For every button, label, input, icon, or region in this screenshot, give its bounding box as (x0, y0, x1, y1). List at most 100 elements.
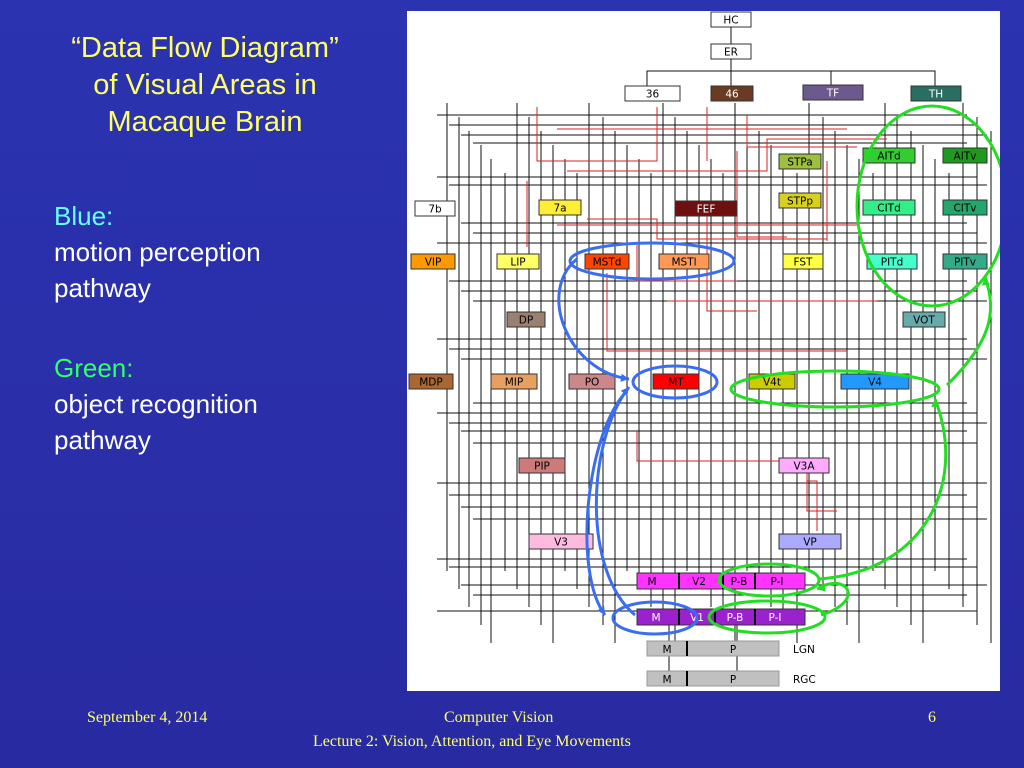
area-label: 36 (646, 89, 660, 101)
area-label: M (662, 644, 671, 656)
area-label: PITv (954, 257, 976, 269)
area-36-box: 36 (624, 85, 681, 102)
area-v4-box: V4 (840, 373, 910, 390)
green-arrow-v4-it (945, 276, 992, 387)
area-fef-box: FEF (674, 200, 738, 217)
area-po-box: PO (568, 373, 616, 390)
area-label: DP (519, 315, 533, 327)
area-46-box: 46 (710, 85, 754, 102)
area-citv-box: CITv (942, 199, 988, 216)
area-lip-box: LIP (496, 253, 540, 270)
mt-highlight (631, 364, 719, 400)
area-label: 46 (725, 89, 739, 101)
green-arrow-v1-v2 (816, 582, 850, 617)
area-label: TH (928, 89, 943, 101)
blue-legend-line: motion perception (54, 237, 261, 267)
footer-date: September 4, 2014 (87, 709, 208, 726)
area-vip-box: VIP (410, 253, 456, 270)
area-label: LIP (510, 257, 525, 269)
green-legend-line: object recognition (54, 389, 258, 419)
green-arrow-v2-v4 (818, 398, 948, 581)
area-label: M (662, 674, 671, 686)
area-label: P-B (731, 576, 748, 588)
area-label: 7a (553, 203, 566, 215)
area-label: P-I (769, 612, 782, 624)
area-label: V4 (868, 377, 882, 389)
area-v3a-box: V3A (778, 457, 830, 474)
area-label: AITv (954, 151, 977, 163)
area-aitd-box: AITd (862, 147, 916, 164)
area-label: FST (794, 257, 814, 269)
area-label: ER (724, 47, 738, 59)
area-label: MDP (419, 377, 442, 389)
arrowhead (981, 277, 991, 286)
area-label: VIP (425, 257, 442, 269)
title-line: “Data Flow Diagram” (71, 32, 339, 64)
area-boxes: HC ER 36 46 TF TH STPa AITd AITv 7b 7a FEF STPp CITd C… (408, 11, 988, 687)
footer-lecture: Lecture 2: Vision, Attention, and Eye Mo… (313, 733, 631, 750)
area-label: P-I (771, 576, 784, 588)
area-label: FEF (697, 204, 716, 216)
area-label: V2 (692, 576, 706, 588)
area-7b-box: 7b (414, 200, 456, 217)
title-line: of Visual Areas in (93, 69, 317, 101)
it-highlight (855, 104, 1000, 308)
area-label: MT (668, 377, 684, 389)
area-label: 7b (428, 204, 442, 216)
area-pitd-box: PITd (866, 253, 918, 270)
area-label: CITv (953, 203, 976, 215)
area-fst-box: FST (782, 253, 824, 270)
area-label: STPp (787, 196, 813, 208)
area-label: HC (723, 15, 738, 27)
area-th-box: TH (910, 85, 962, 102)
pathway-annotations (557, 104, 1000, 636)
area-stpp-box: STPp (778, 192, 822, 209)
area-citd-box: CITd (862, 199, 916, 216)
area-mt-box: MT (652, 373, 700, 390)
area-vot-box: VOT (902, 311, 946, 328)
blue-legend-line: pathway (54, 273, 151, 303)
area-v3-box: V3 (528, 533, 594, 550)
arrowhead (620, 373, 629, 382)
area-dp-box: DP (506, 311, 546, 328)
title-line: Macaque Brain (107, 106, 303, 138)
blue-legend: Blue: motion perception pathway (54, 198, 261, 306)
v1-pb-pi-highlight (707, 599, 827, 635)
page-number: 6 (928, 709, 936, 726)
area-label: MIP (505, 377, 524, 389)
area-label: LGN (793, 644, 815, 656)
slide-title: “Data Flow Diagram” of Visual Areas in M… (30, 30, 380, 141)
area-vp-box: VP (778, 533, 842, 550)
area-label: MSTl (671, 257, 696, 269)
area-label: TF (826, 88, 839, 100)
blue-legend-head: Blue: (54, 201, 114, 231)
area-pitv-box: PITv (942, 253, 988, 270)
area-label: AITd (877, 151, 900, 163)
v1-m-highlight (611, 600, 699, 636)
area-label: M (651, 612, 660, 624)
area-mdp-box: MDP (408, 373, 454, 390)
green-legend: Green: object recognition pathway (54, 350, 258, 458)
area-label: RGC (793, 674, 816, 686)
area-label: M (647, 576, 656, 588)
area-label: PIP (534, 461, 550, 473)
blue-arrow-mt-v1 (585, 389, 629, 616)
area-tf-box: TF (802, 84, 864, 101)
area-label: P-B (727, 612, 744, 624)
area-stpa-box: STPa (778, 153, 822, 170)
v2-pb-pi-highlight (717, 562, 821, 598)
area-er-box: ER (710, 43, 752, 60)
area-label: P (730, 674, 736, 686)
green-legend-line: pathway (54, 425, 151, 455)
area-mip-box: MIP (490, 373, 538, 390)
area-label: STPa (787, 157, 812, 169)
area-label: V3A (793, 461, 815, 473)
arrowhead (597, 606, 605, 615)
area-hc-box: HC (710, 11, 752, 28)
area-label: V3 (554, 537, 568, 549)
area-label: MSTd (593, 257, 622, 269)
mst-highlight (568, 241, 736, 281)
area-label: VOT (913, 315, 935, 327)
